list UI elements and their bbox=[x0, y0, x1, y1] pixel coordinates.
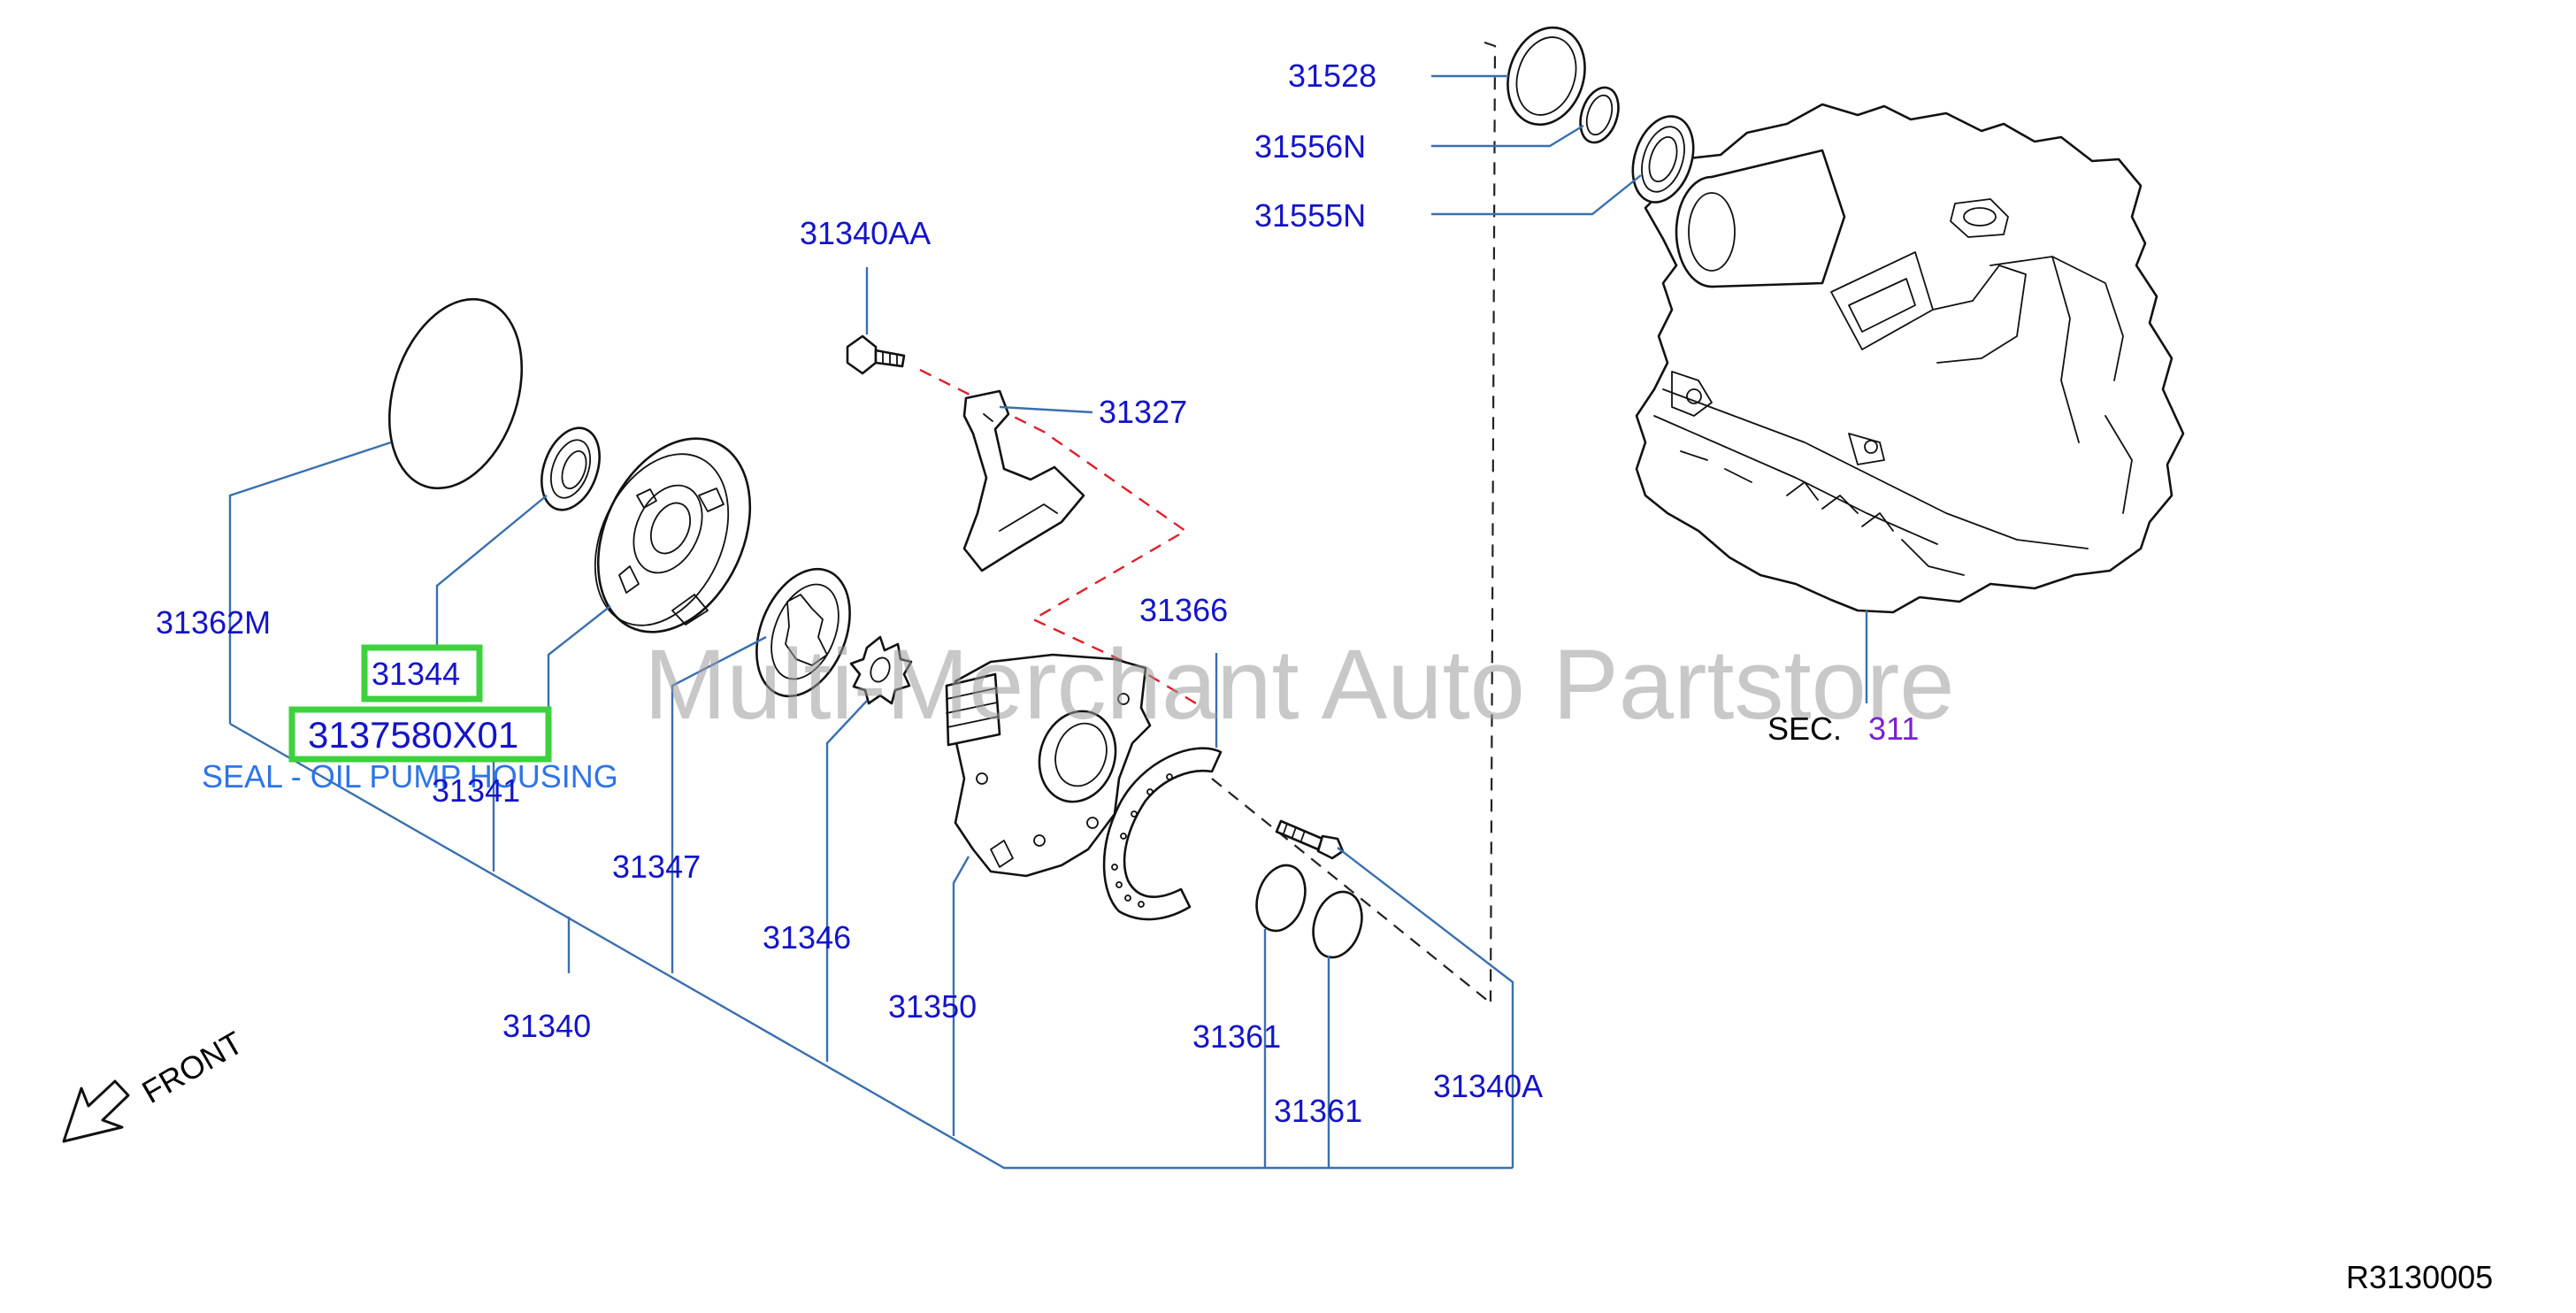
callout-31340AA[interactable]: 31340AA bbox=[800, 215, 931, 251]
bearing-31555N bbox=[1631, 115, 1695, 203]
front-direction-indicator: FRONT bbox=[62, 1024, 249, 1143]
callout-31344[interactable]: 31344 bbox=[372, 656, 460, 692]
bracket-31327 bbox=[962, 389, 1085, 572]
callout-31327[interactable]: 31327 bbox=[1099, 394, 1187, 430]
front-label: FRONT bbox=[136, 1024, 249, 1110]
highlight-box-alt-part-number bbox=[288, 706, 552, 763]
callout-31556N[interactable]: 31556N bbox=[1254, 128, 1366, 165]
o-ring-31362M bbox=[387, 297, 524, 490]
callout-31350[interactable]: 31350 bbox=[888, 988, 977, 1025]
callout-3137580X01[interactable]: 3137580X01 bbox=[308, 714, 518, 756]
section-prefix: SEC. bbox=[1767, 710, 1842, 747]
diagram-code: R3130005 bbox=[2346, 1259, 2493, 1295]
callout-31366[interactable]: 31366 bbox=[1139, 592, 1228, 628]
gasket-31366 bbox=[1102, 747, 1223, 921]
transmission-case bbox=[1635, 103, 2185, 614]
bolt-31340AA bbox=[846, 334, 906, 375]
inner-rotor-31346 bbox=[849, 635, 913, 705]
highlight-boxes bbox=[288, 644, 552, 763]
callout-31361-a[interactable]: 31361 bbox=[1192, 1018, 1281, 1055]
washer-31556N bbox=[1579, 86, 1620, 144]
oil-pump-cover-31341 bbox=[594, 437, 752, 633]
callout-31340A[interactable]: 31340A bbox=[1433, 1068, 1543, 1104]
oil-pump-housing-31350 bbox=[945, 653, 1152, 878]
o-ring-31361-a bbox=[1255, 864, 1307, 933]
outer-rotor-31347 bbox=[755, 567, 851, 698]
front-arrow-icon bbox=[62, 1079, 130, 1143]
o-ring-31361-b bbox=[1312, 890, 1363, 959]
section-link-311[interactable]: 311 bbox=[1868, 710, 1919, 747]
leader-lines bbox=[228, 74, 1868, 1170]
bolt-31340A bbox=[1275, 819, 1345, 860]
highlight-box-part-number bbox=[361, 644, 483, 703]
callout-31341[interactable]: 31341 bbox=[432, 772, 520, 809]
callout-31340[interactable]: 31340 bbox=[502, 1008, 591, 1044]
callout-31361-b[interactable]: 31361 bbox=[1274, 1093, 1362, 1129]
watermark: Multi-Merchant Auto Partstore bbox=[644, 629, 1954, 740]
callout-31346[interactable]: 31346 bbox=[763, 919, 851, 956]
washer-31528 bbox=[1506, 26, 1586, 127]
callout-31528[interactable]: 31528 bbox=[1288, 58, 1376, 94]
callout-31362M[interactable]: 31362M bbox=[156, 604, 271, 641]
part-description: SEAL - OIL PUMP HOUSING bbox=[202, 758, 618, 795]
callout-31555N[interactable]: 31555N bbox=[1254, 197, 1366, 234]
oil-pump-housing-seal-31344 bbox=[540, 426, 601, 511]
callout-31347[interactable]: 31347 bbox=[612, 848, 701, 885]
